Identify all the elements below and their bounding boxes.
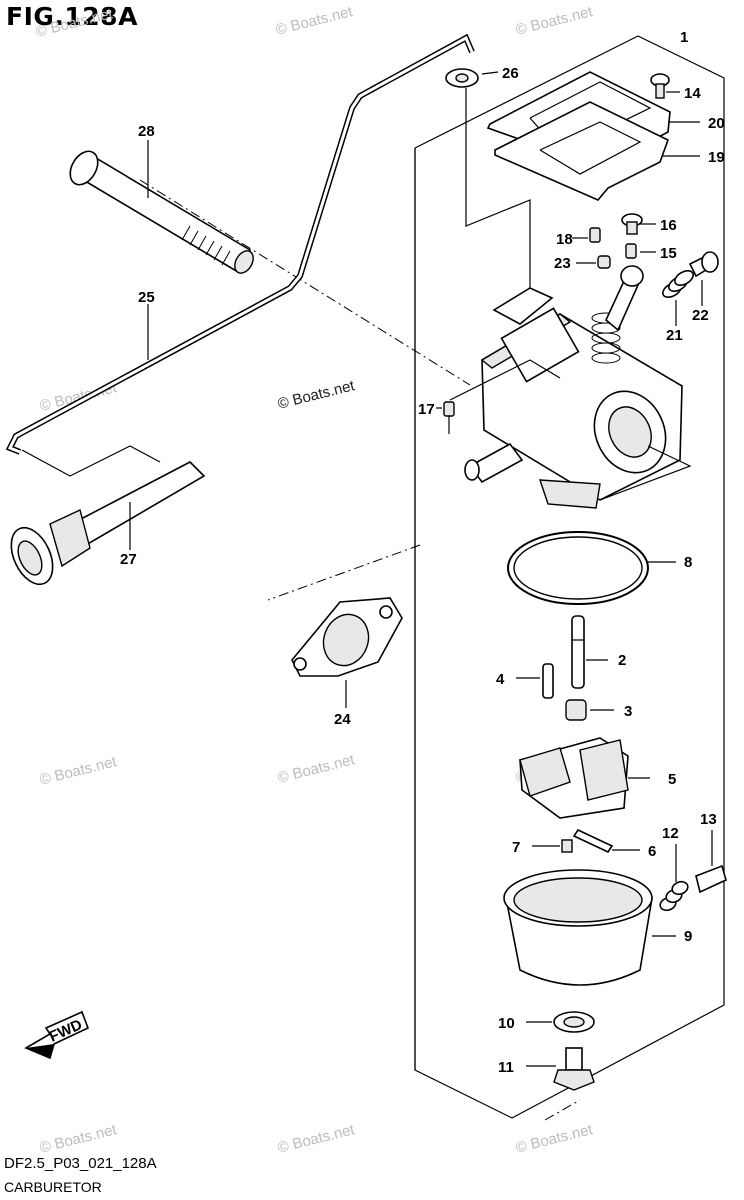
- callout-13: 13: [700, 811, 717, 828]
- callout-4: 4: [496, 671, 505, 688]
- callout-26: 26: [502, 65, 519, 82]
- gasket-part-19: [494, 101, 700, 201]
- jet-part-17: [436, 401, 455, 434]
- bolt-part-28: [69, 140, 254, 274]
- float-bowl-part-9: [503, 869, 676, 986]
- figure-code: DF2.5_P03_021_128A: [4, 1155, 157, 1172]
- rod-part-25: [5, 33, 475, 455]
- callout-8: 8: [684, 554, 692, 571]
- clip-part-26: [445, 68, 531, 290]
- screw-part-14: [650, 73, 680, 99]
- callout-28: 28: [138, 123, 155, 140]
- small-parts-upper: [572, 213, 656, 269]
- figure-title: FIG.128A: [6, 2, 138, 31]
- callout-17: 17: [418, 401, 435, 418]
- float-part-5: [519, 737, 650, 819]
- plug-part-11: [526, 1047, 595, 1091]
- callout-20: 20: [708, 115, 725, 132]
- assembly-outline: [414, 35, 725, 1119]
- callout-16: 16: [660, 217, 677, 234]
- screw-part-22: [688, 251, 719, 306]
- washer-part-10: [526, 1011, 595, 1033]
- tube-part-2: [571, 615, 608, 689]
- callout-10: 10: [498, 1015, 515, 1032]
- gasket-part-24: [291, 597, 403, 708]
- callout-2: 2: [618, 652, 626, 669]
- callout-19: 19: [708, 149, 725, 166]
- spring-part-12: [659, 844, 689, 912]
- callout-18: 18: [556, 231, 573, 248]
- callout-24: 24: [334, 711, 351, 728]
- callout-6: 6: [648, 843, 656, 860]
- callout-21: 21: [666, 327, 683, 344]
- jet-part-3: [565, 699, 614, 721]
- callout-27: 27: [120, 551, 137, 568]
- callout-25: 25: [138, 289, 155, 306]
- fwd-label: FWD: [47, 1016, 85, 1045]
- clip-part-7: [532, 839, 573, 853]
- oring-part-8: [507, 531, 676, 605]
- choke-knob-part-27: [10, 445, 206, 586]
- figure-name: CARBURETOR: [4, 1179, 102, 1195]
- pin-part-6: [572, 828, 640, 854]
- callout-5: 5: [668, 771, 676, 788]
- callout-9: 9: [684, 928, 692, 945]
- callout-12: 12: [662, 825, 679, 842]
- carburetor-body: [449, 265, 692, 509]
- callout-1: 1: [680, 29, 688, 46]
- callout-15: 15: [660, 245, 677, 262]
- leader-lines: [139, 179, 581, 1121]
- callout-14: 14: [684, 85, 701, 102]
- fwd-arrow: [24, 1010, 90, 1060]
- spring-part-21: [662, 269, 694, 326]
- callout-11: 11: [498, 1059, 514, 1076]
- callout-22: 22: [692, 307, 709, 324]
- callout-23: 23: [554, 255, 571, 272]
- callout-7: 7: [512, 839, 520, 856]
- callout-3: 3: [624, 703, 632, 720]
- screw-part-13: [695, 830, 727, 894]
- needle-part-4: [516, 663, 554, 699]
